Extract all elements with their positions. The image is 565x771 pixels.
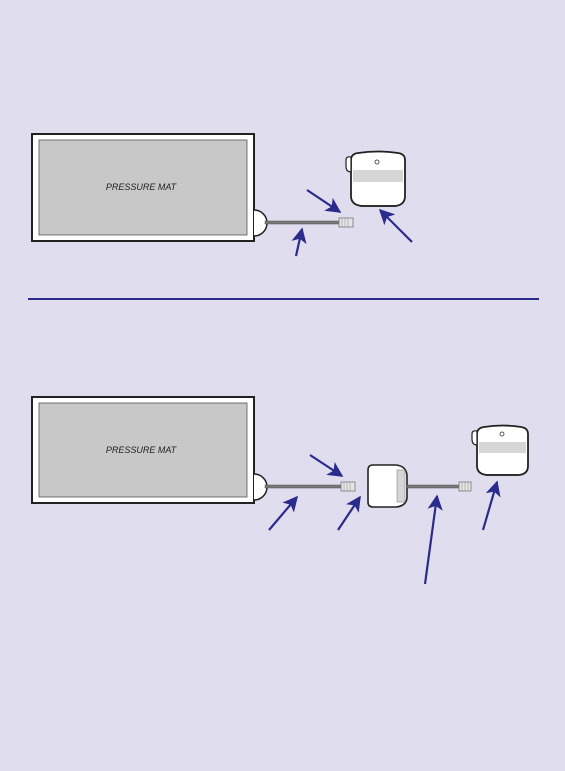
monitor-icon	[346, 152, 405, 207]
adapter-cable	[407, 485, 459, 488]
mat-cable	[265, 485, 341, 488]
plug-icon	[341, 482, 355, 491]
arrow-icon	[310, 455, 342, 476]
adapter-icon	[368, 465, 407, 507]
arrow-icon	[425, 496, 437, 584]
pressure-mat: PRESSURE MAT	[32, 134, 254, 241]
plug-icon	[339, 218, 353, 227]
plug-icon	[459, 482, 471, 491]
mat-label: PRESSURE MAT	[106, 182, 178, 192]
top-setup: PRESSURE MAT	[32, 134, 412, 256]
arrow-icon	[307, 190, 340, 212]
arrow-icon	[380, 210, 412, 242]
monitor-icon	[472, 426, 528, 476]
arrow-icon	[269, 497, 297, 530]
mat-cable	[265, 221, 339, 224]
arrow-icon	[483, 482, 497, 530]
arrow-icon	[296, 229, 302, 256]
pressure-mat: PRESSURE MAT	[32, 397, 254, 503]
arrow-icon	[338, 497, 360, 530]
mat-label: PRESSURE MAT	[106, 445, 178, 455]
bottom-setup: PRESSURE MAT	[32, 397, 528, 584]
